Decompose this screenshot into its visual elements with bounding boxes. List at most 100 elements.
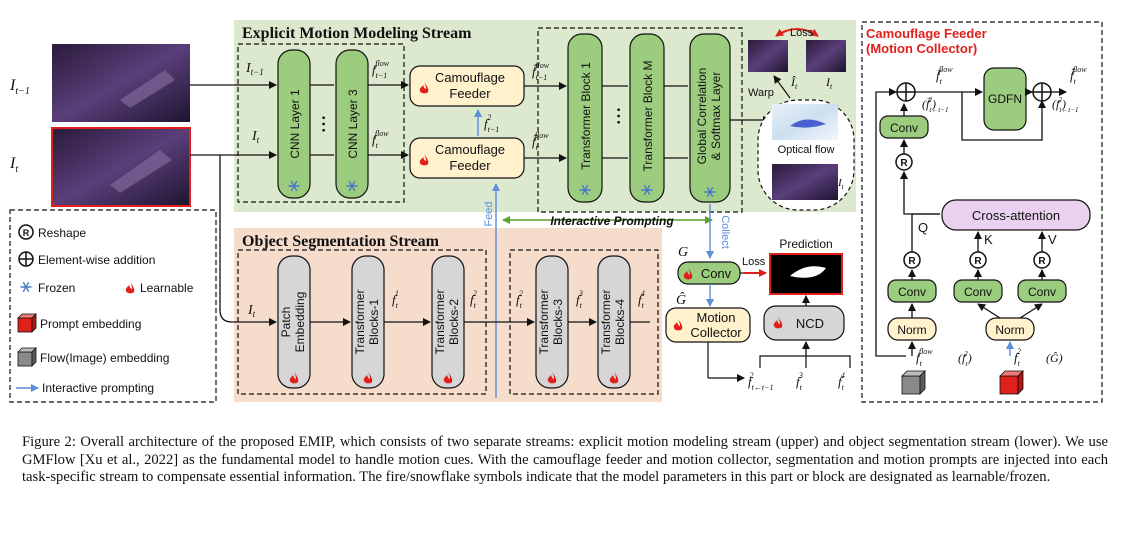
seg-stream-title: Object Segmentation Stream xyxy=(242,233,440,250)
svg-text:ft3: ft3 xyxy=(576,289,583,310)
q-label: Q xyxy=(918,220,928,235)
transformer-block-m-label: Transformer Block M xyxy=(641,61,655,172)
arrow-cur-to-seg xyxy=(219,155,277,326)
seg-loss-label: Loss xyxy=(742,256,766,268)
target-frame xyxy=(806,40,846,72)
svg-text:Norm: Norm xyxy=(995,323,1024,337)
seg-transformer-1-label: TransformerBlocks-1 xyxy=(353,290,381,355)
cnn-layer-1-label: CNN Layer 1 xyxy=(288,89,302,159)
svg-text:ft2: ft2 xyxy=(1014,347,1021,368)
detail-prompt-cube xyxy=(999,370,1024,395)
cross-attention-label: Cross-attention xyxy=(972,208,1060,223)
transformer-dots: • • • xyxy=(614,107,625,124)
seg-transformer-2-label: TransformerBlocks-2 xyxy=(433,290,461,355)
svg-text:It: It xyxy=(837,177,845,191)
svg-text:R: R xyxy=(908,256,916,267)
global-correlation-label: Global Correlation& Softmax Layer xyxy=(695,68,723,165)
svg-text:Conv: Conv xyxy=(964,285,992,299)
ncd-label: NCD xyxy=(796,316,824,331)
gdfn-label: GDFN xyxy=(988,92,1022,106)
svg-text:R: R xyxy=(1038,256,1046,267)
legend-box xyxy=(9,209,217,403)
seg-transformer-3-label: TransformerBlocks-3 xyxy=(537,290,565,355)
prediction-label: Prediction xyxy=(779,237,832,251)
detail-add-left xyxy=(896,82,916,102)
svg-text:ft2: ft2 xyxy=(516,289,523,310)
warp-label: Warp xyxy=(748,87,774,99)
ghat-label: Ĝ xyxy=(676,291,686,308)
optical-flow-frame xyxy=(772,164,838,200)
architecture-diagram: Explicit Motion Modeling Stream Object S… xyxy=(9,20,1103,403)
legend-learnable-label: Learnable xyxy=(140,281,194,295)
legend-reshape: R Reshape xyxy=(18,224,86,240)
transformer-block-m xyxy=(629,33,665,203)
svg-text:Ît: Ît xyxy=(790,75,798,91)
svg-text:Conv: Conv xyxy=(1028,285,1056,299)
loss-arrow xyxy=(775,28,819,37)
svg-text:(Ĝ): (Ĝ) xyxy=(1046,351,1063,365)
g-label: G xyxy=(678,245,688,260)
optical-flow-label: Optical flow xyxy=(778,144,835,156)
k-label: K xyxy=(984,232,993,247)
transformer-block-1-label: Transformer Block 1 xyxy=(579,62,593,170)
detail-conv-top-label: Conv xyxy=(890,121,918,135)
warped-frame xyxy=(748,40,788,72)
feeder-detail-title: Camouflage Feeder xyxy=(866,26,987,41)
detail-reshape-k: R xyxy=(969,251,987,269)
prev-frame-label: It−1 xyxy=(9,77,30,97)
svg-text:ft2: ft2 xyxy=(470,289,477,310)
svg-text:ft4: ft4 xyxy=(838,371,845,392)
cnn-layer-3-block xyxy=(335,49,369,199)
cross-attention-block xyxy=(941,199,1091,231)
legend-addition-label: Element-wise addition xyxy=(38,253,155,267)
svg-text:Conv: Conv xyxy=(898,285,926,299)
cnn-layer-3-label: CNN Layer 3 xyxy=(346,89,360,159)
legend-addition: Element-wise addition xyxy=(18,251,155,267)
svg-text:ft3: ft3 xyxy=(796,371,803,392)
cnn-dots: • • • xyxy=(319,115,330,132)
patch-embedding-label: PatchEmbedding xyxy=(279,292,307,353)
feeder-detail-subtitle: (Motion Collector) xyxy=(866,41,977,56)
cur-frame-label: It xyxy=(9,155,18,175)
collect-label: Collect xyxy=(719,215,731,249)
motion-stream-title: Explicit Motion Modeling Stream xyxy=(242,25,472,42)
interactive-prompting-label: Interactive Prompting xyxy=(550,214,674,228)
svg-text:ft1: ft1 xyxy=(392,289,399,310)
svg-text:It: It xyxy=(247,303,256,319)
detail-flow-cube xyxy=(901,370,926,395)
detail-norm-right xyxy=(985,317,1035,341)
legend-frozen-label: Frozen xyxy=(38,281,75,295)
seg-conv-label: Conv xyxy=(701,266,732,281)
detail-reshape-main: R xyxy=(895,153,913,171)
svg-text:Norm: Norm xyxy=(897,323,926,337)
detail-add-right xyxy=(1032,82,1052,102)
cnn-layer-1-block xyxy=(277,49,311,199)
motion-loss-label: Loss xyxy=(790,27,814,39)
legend-prompt-label: Prompt embedding xyxy=(40,317,141,331)
legend-interactive-label: Interactive prompting xyxy=(42,381,154,395)
feed-label: Feed xyxy=(483,201,495,226)
svg-text:(ft2): (ft2) xyxy=(958,350,972,368)
detail-reshape-v: R xyxy=(1033,251,1051,269)
cur-frame-image xyxy=(51,127,191,207)
global-correlation-block xyxy=(689,33,731,203)
svg-text:ft4: ft4 xyxy=(638,289,645,310)
legend-flow-cube xyxy=(17,347,37,367)
figure-caption: Figure 2: Overall architecture of the pr… xyxy=(22,434,1108,485)
v-label: V xyxy=(1048,232,1057,247)
legend-prompt-cube xyxy=(17,313,37,333)
cnn-input-cur: It xyxy=(251,129,260,145)
svg-text:It: It xyxy=(825,75,833,91)
legend-reshape-label: Reshape xyxy=(38,226,86,240)
svg-text:R: R xyxy=(974,256,982,267)
svg-text:R: R xyxy=(900,158,908,169)
cnn-group xyxy=(237,43,405,203)
legend-flow-label: Flow(Image) embedding xyxy=(40,351,169,365)
transformer-block-1 xyxy=(567,33,603,203)
seg-transformer-4-label: TransformerBlocks-4 xyxy=(599,290,627,355)
svg-text:R: R xyxy=(23,228,30,238)
ncd-block xyxy=(763,305,845,341)
